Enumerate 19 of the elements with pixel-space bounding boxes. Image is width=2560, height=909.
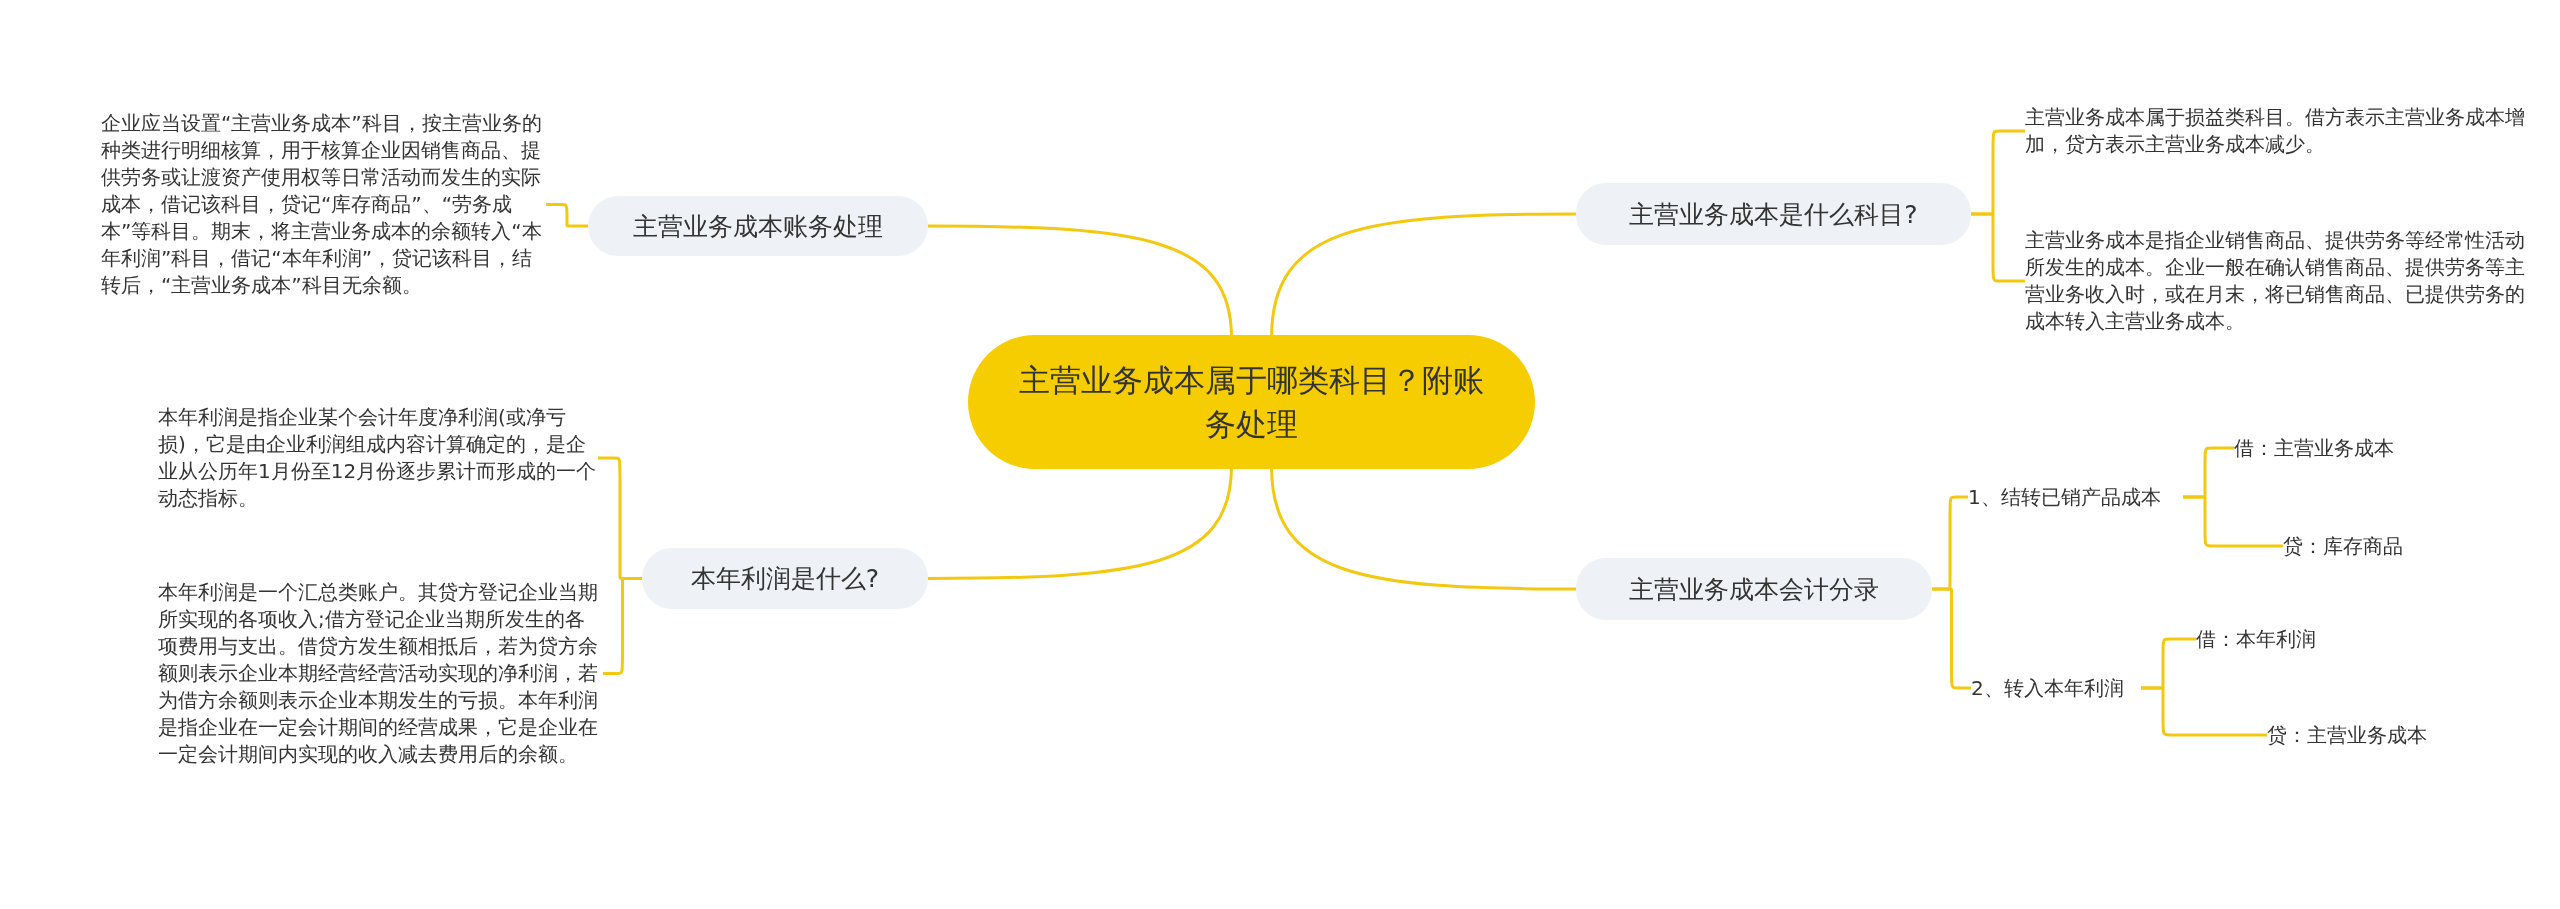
branch-line: [2183, 495, 2283, 548]
entry-text: 贷：库存商品: [2283, 531, 2423, 561]
note-text: 本年利润是指企业某个会计年度净利润(或净亏损)，它是由企业利润组成内容计算确定的，是企业从公历年1月份至12月份逐步累计而形成的一个动态指标。: [158, 404, 598, 512]
note-text: 本年利润是一个汇总类账户。其贷方登记企业当期所实现的各项收入;借方登记企业当期所发生的各项费用与支出。借贷方发生额相抵后，若为贷方余额则表示企业本期经营经营活动实现的净利润，若为借方余额则表示企业本期发生的亏损。本年利润是指企业在一定会计期间的经营成果，它是企业在一定会计期间内实现的收入减去费用后的余额。: [158, 579, 603, 768]
entry-text: 2、转入本年利润: [1971, 673, 2141, 703]
note-text: 主营业务成本是指企业销售商品、提供劳务等经常性活动所发生的成本。企业一般在确认销售商品、提供劳务等主营业务收入时，或在月末，将已销售商品、已提供劳务的成本转入主营业务成本。: [2025, 227, 2525, 335]
branch-line: [546, 203, 588, 228]
entry-text: 借：主营业务成本: [2234, 433, 2414, 463]
entry-text: 1、结转已销产品成本: [1968, 482, 2183, 512]
entry-text: 贷：主营业务成本: [2267, 720, 2452, 750]
topic-label: 主营业务成本账务处理: [633, 210, 883, 243]
note-text: 企业应当设置“主营业务成本”科目，按主营业务的种类进行明细核算，用于核算企业因销售商品、提供劳务或让渡资产使用权等日常活动而发生的实际成本，借记该科目，贷记“库存商品”、“劳务成本”等科目。期末，将主营业务成本的余额转入“本年利润”科目，借记“本年利润”，贷记该科目，结转后，“主营业务成本”科目无余额。: [101, 110, 546, 299]
branch-line: [2141, 686, 2267, 737]
topic-label: 主营业务成本会计分录: [1629, 573, 1879, 606]
topic-label: 主营业务成本是什么科目?: [1629, 198, 1918, 231]
note-text: 主营业务成本属于损益类科目。借方表示主营业务成本增加，贷方表示主营业务成本减少。: [2025, 104, 2525, 158]
topic-label: 本年利润是什么?: [690, 563, 880, 595]
central-topic-label: 主营业务成本属于哪类科目？附账务处理: [1018, 361, 1485, 444]
entry-text: 借：本年利润: [2196, 624, 2336, 654]
